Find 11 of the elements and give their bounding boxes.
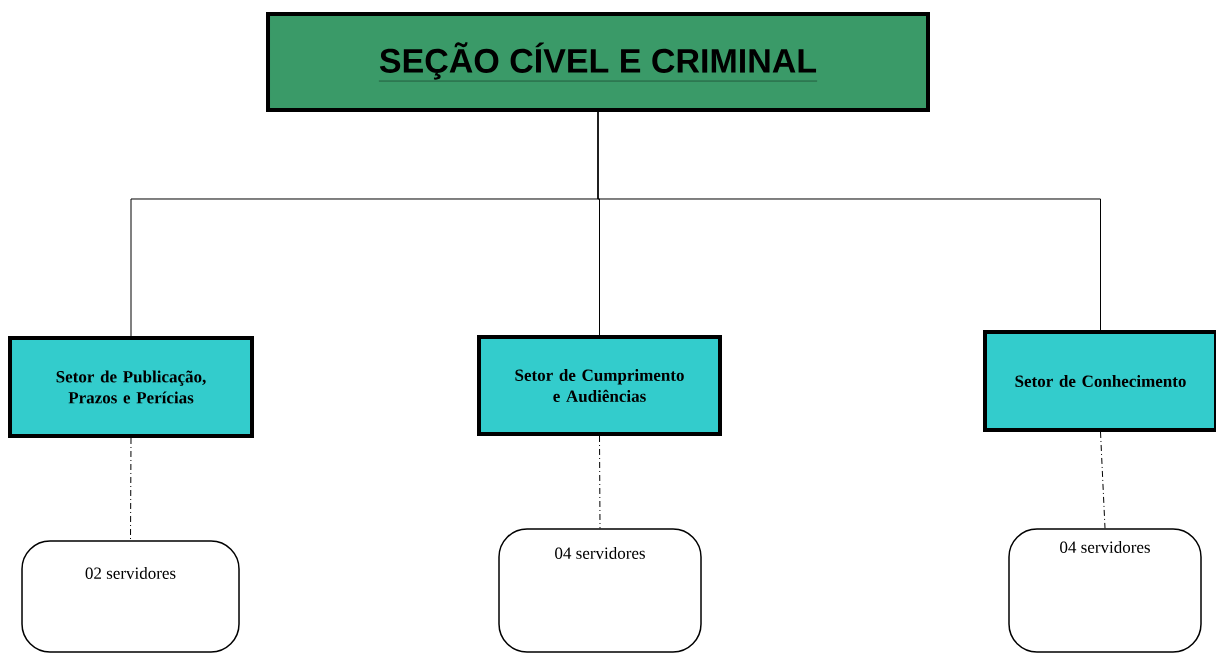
staff-box: 02 servidores	[21, 540, 240, 653]
sector-box: Setor de Cumprimento e Audiências	[477, 335, 722, 436]
title-box: SEÇÃO CÍVEL E CRIMINAL	[266, 12, 930, 112]
sector-box: Setor de Publicação, Prazos e Perícias	[8, 336, 254, 438]
sector-box: Setor de Conhecimento	[983, 330, 1216, 432]
staff-box: 04 servidores	[1008, 528, 1202, 653]
connector-line	[130, 437, 132, 541]
staff-box: 04 servidores	[498, 528, 702, 653]
connector-line	[599, 435, 601, 529]
connector-line	[1100, 431, 1106, 529]
connector-line	[597, 111, 1101, 331]
